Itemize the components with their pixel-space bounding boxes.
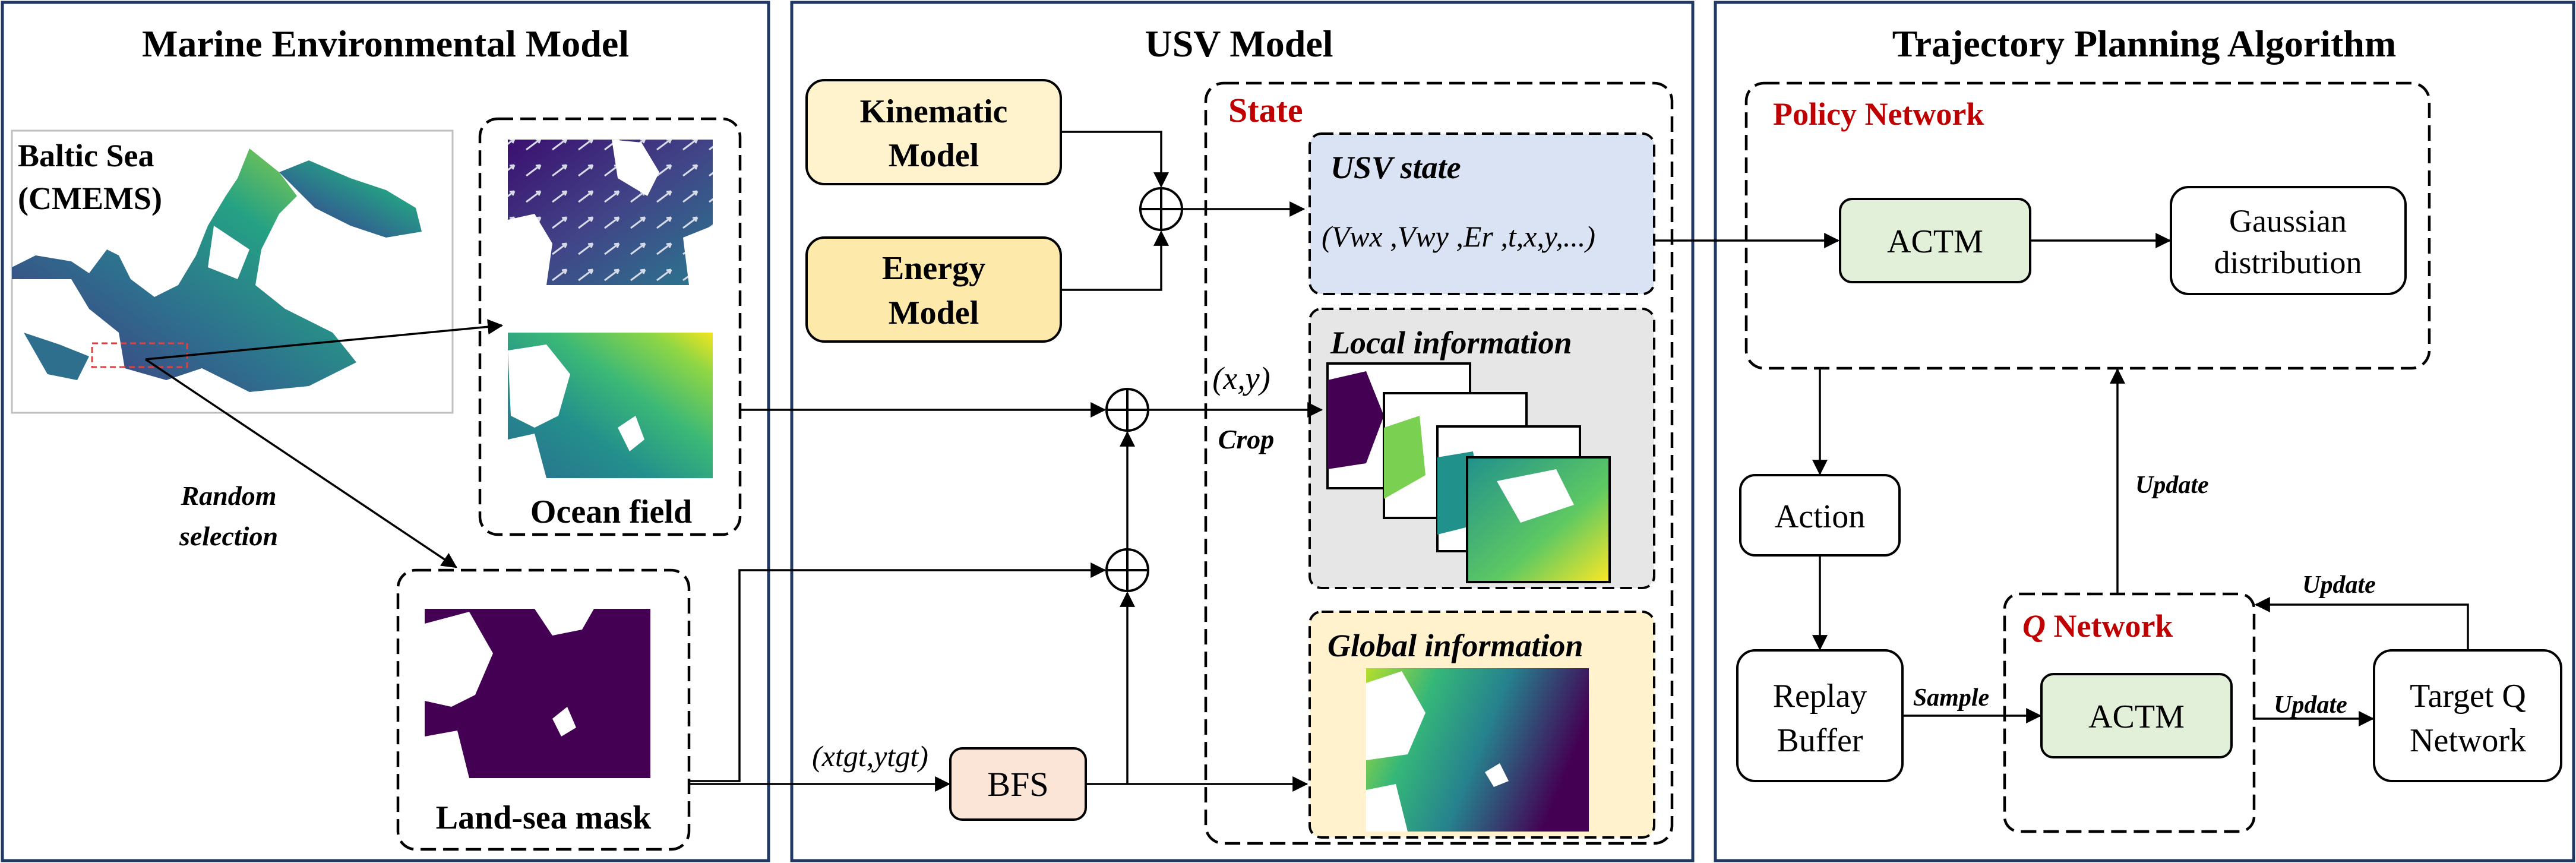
land-sea-mask-map [425,609,650,778]
kinematic-line2: Model [889,137,979,174]
target-line2: Network [2410,722,2526,759]
circled-plus-icon [1105,388,1149,432]
sample-label: Sample [1913,684,1989,712]
kinematic-to-sum-arrow [1061,131,1169,188]
update-label-policy: Update [2135,472,2209,499]
kinematic-line1: Kinematic [860,93,1008,130]
ocean-field-label: Ocean field [530,494,692,530]
action-label: Action [1775,498,1865,535]
local-info-title: Local information [1330,325,1572,361]
replay-buffer-box [1736,649,1904,782]
usv-state-box [1308,132,1655,295]
marine-panel-title: Marine Environmental Model [142,23,629,65]
baltic-label-line1: Baltic Sea [18,138,154,173]
update-label-q: Update [2302,571,2376,599]
q-network-title-q: Q [2022,608,2046,644]
xy-label: (x,y) [1212,361,1270,396]
update-label-target: Update [2274,691,2347,719]
land-sea-mask-group [396,568,691,851]
velocity-field-map [508,140,713,285]
replay-line2: Buffer [1777,722,1863,759]
state-group [1204,81,1674,845]
trajectory-panel-title: Trajectory Planning Algorithm [1892,23,2397,65]
ocean-scalar-field-map [508,333,713,478]
usv-panel-title: USV Model [1145,23,1333,65]
circled-plus-icon [1105,548,1149,592]
target-label: (xtgt,ytgt) [812,739,928,773]
q-network-group [2003,592,2256,833]
local-crop-stack [1326,362,1611,583]
bfs-label: BFS [987,765,1048,804]
energy-line2: Model [889,295,979,331]
gaussian-line1: Gaussian [2229,203,2347,239]
circled-plus-icon [1139,187,1183,231]
global-info-title: Global information [1327,628,1583,663]
q-network-title: Q Network [2022,608,2173,644]
target-to-q-arrow [2254,597,2469,650]
target-line1: Target Q [2410,678,2526,715]
map-to-mask-arrow [145,358,457,568]
crop-label: Crop [1218,424,1275,454]
energy-to-sum-arrow [1061,230,1169,291]
q-network-title-rest: Network [2046,608,2173,644]
mask-to-sum-arrow [689,562,1107,782]
land-sea-mask-label: Land-sea mask [436,799,652,836]
replay-line1: Replay [1773,678,1867,715]
state-title: State [1228,91,1303,129]
usv-state-title: USV state [1330,150,1461,185]
energy-line1: Energy [882,250,985,287]
baltic-label-line2: (CMEMS) [18,181,162,216]
policy-network-group [1744,81,2431,370]
gaussian-line2: distribution [2214,245,2362,280]
q-actm-label: ACTM [2088,698,2185,735]
global-distance-map [1366,668,1589,832]
policy-network-title: Policy Network [1773,96,1984,132]
usv-state-formula: (Vwx ,Vwy ,Er ,t,x,y,...) [1322,220,1595,253]
ocean-field-group [478,117,742,536]
baltic-sea-map: Baltic Sea (CMEMS) [11,129,454,414]
random-selection-line1: Random [180,481,276,511]
random-selection-line2: selection [179,521,278,551]
target-q-network-box [2373,649,2562,782]
policy-actm-label: ACTM [1887,223,1983,260]
map-to-ocean-arrow [145,319,504,361]
